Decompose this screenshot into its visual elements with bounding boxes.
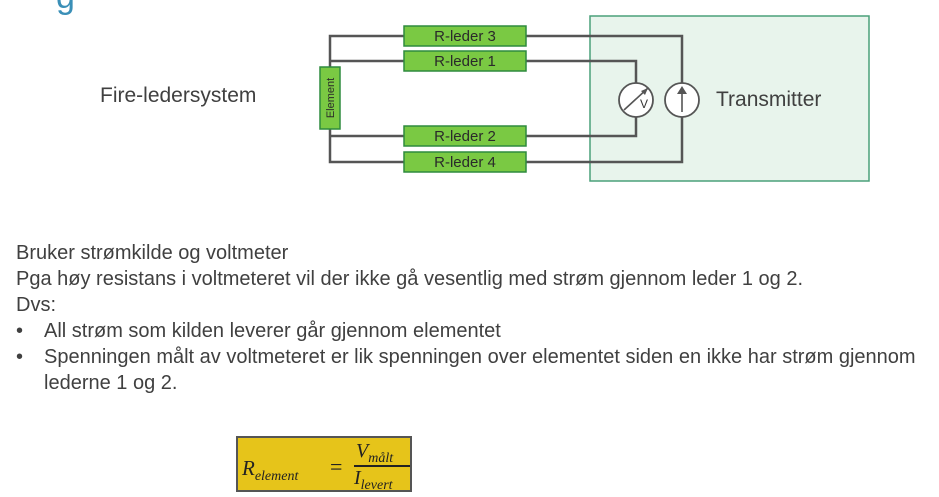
- wire-r3-right: [526, 34, 684, 84]
- resistor-r4: R-leder 4: [403, 151, 527, 173]
- element-block: [319, 66, 341, 130]
- current-source-icon: [664, 82, 700, 118]
- formula-lhs-var: R: [242, 456, 255, 480]
- resistor-r2-label: R-leder 2: [434, 128, 496, 145]
- wire-r4-right: [526, 117, 684, 164]
- element-label: Element: [325, 78, 337, 118]
- formula-equals: =: [330, 454, 343, 479]
- formula-num-sub: målt: [368, 451, 394, 466]
- formula-lhs: Relement: [242, 456, 298, 485]
- body-text: Bruker strømkilde og voltmeter Pga høy r…: [16, 240, 939, 396]
- four-wire-diagram: Element R-leder 3 R-leder 1 R-leder 2 R-…: [319, 15, 870, 182]
- wire-r2-right: [526, 117, 638, 138]
- wire-r1-right: [526, 59, 638, 84]
- bullet-list: All strøm som kilden leverer går gjennom…: [16, 318, 939, 396]
- transmitter-label: Transmitter: [716, 88, 822, 111]
- resistor-r1: R-leder 1: [403, 50, 527, 72]
- resistor-r1-label: R-leder 1: [434, 53, 496, 70]
- resistor-r3-label: R-leder 3: [434, 28, 496, 45]
- formula-fraction-bar: [354, 465, 410, 467]
- resistor-r4-label: R-leder 4: [434, 154, 496, 171]
- text-line-2: Pga høy resistans i voltmeteret vil der …: [16, 268, 804, 290]
- voltmeter-icon: V: [618, 82, 654, 118]
- bullet-item-1: All strøm som kilden leverer går gjennom…: [16, 318, 939, 344]
- formula-den-sub: levert: [360, 478, 393, 493]
- resistor-r2: R-leder 2: [403, 125, 527, 147]
- formula-denominator: Ilevert: [354, 467, 393, 494]
- bullet-item-2: Spenningen målt av voltmeteret er lik sp…: [16, 344, 939, 396]
- text-line-3: Dvs:: [16, 294, 56, 316]
- formula-num-var: V: [356, 440, 369, 462]
- slide-title-fragment: g: [56, 0, 75, 17]
- wires: [328, 34, 684, 164]
- formula-den-var: I: [354, 467, 361, 489]
- wire-bottom-left: [328, 125, 404, 164]
- resistor-r3: R-leder 3: [403, 25, 527, 47]
- formula-lhs-sub: element: [254, 469, 299, 485]
- resistance-formula: Relement = Vmålt Ilevert: [236, 436, 412, 494]
- wire-top-left: [328, 34, 404, 75]
- system-label: Fire-ledersystem: [100, 84, 257, 107]
- formula-numerator: Vmålt: [356, 440, 393, 467]
- voltmeter-symbol: V: [640, 97, 648, 111]
- text-line-1: Bruker strømkilde og voltmeter: [16, 242, 289, 264]
